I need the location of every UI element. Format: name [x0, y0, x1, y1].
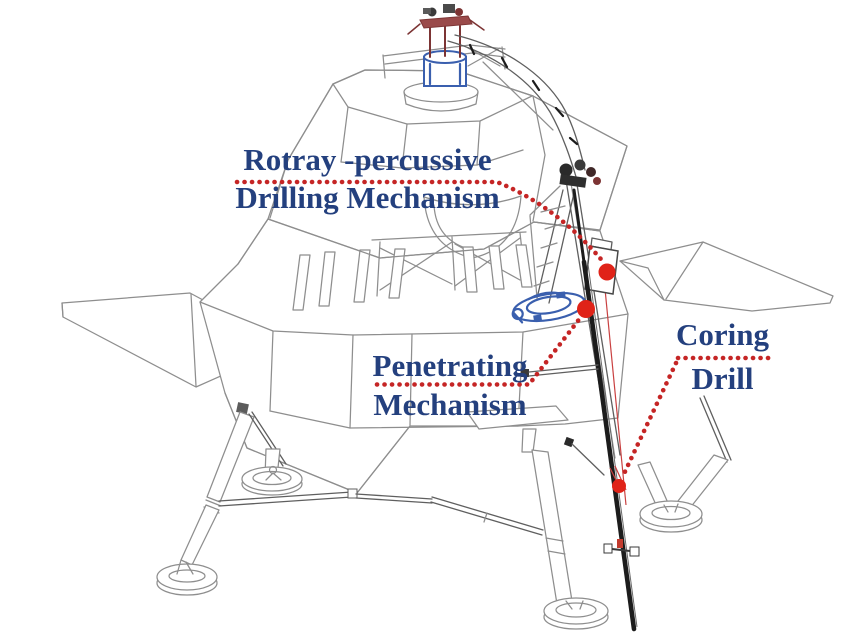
coring-drill-rod — [572, 188, 638, 632]
label-line: Coring — [676, 317, 769, 352]
deck-support-truss — [371, 231, 527, 297]
leg-brace-struts — [218, 488, 544, 536]
sensor-arm-upper — [521, 364, 599, 377]
label-coring-drill: Coring Drill — [640, 313, 805, 401]
label-line: Mechanism — [373, 387, 527, 422]
leader-rotary-percussive — [234, 179, 608, 267]
marker-dot-coring-drill — [612, 479, 626, 493]
label-line: Drill — [691, 361, 754, 396]
label-line: Rotray -percussive — [243, 142, 492, 177]
cable-tubes — [447, 34, 586, 181]
label-penetrating-mechanism: Penetrating Mechanism — [330, 346, 570, 424]
rotary-percussive-drive-unit — [407, 4, 485, 87]
footpad-left — [156, 559, 218, 596]
drill-head-motor — [559, 159, 601, 188]
marker-dot-penetrating-mechanism — [577, 300, 595, 318]
label-rotary-percussive-drilling-mechanism: Rotray -percussive Drilling Mechanism — [225, 141, 510, 217]
leader-penetrating — [374, 310, 587, 387]
footpad-front-right — [543, 597, 609, 630]
deck-support-columns — [292, 244, 533, 311]
footpad-right — [639, 500, 703, 533]
label-line: Drilling Mechanism — [235, 180, 500, 215]
solar-panel-right — [619, 241, 834, 312]
footpad-front — [241, 465, 303, 496]
equipment-shelf — [466, 405, 569, 453]
marker-dot-drilling-mechanism — [598, 263, 616, 281]
label-line: Penetrating — [372, 348, 528, 383]
sensor-arm-lower — [563, 436, 605, 476]
landing-leg-right — [637, 395, 732, 509]
landing-leg-front-right — [531, 449, 573, 605]
leader-coring — [619, 355, 773, 481]
